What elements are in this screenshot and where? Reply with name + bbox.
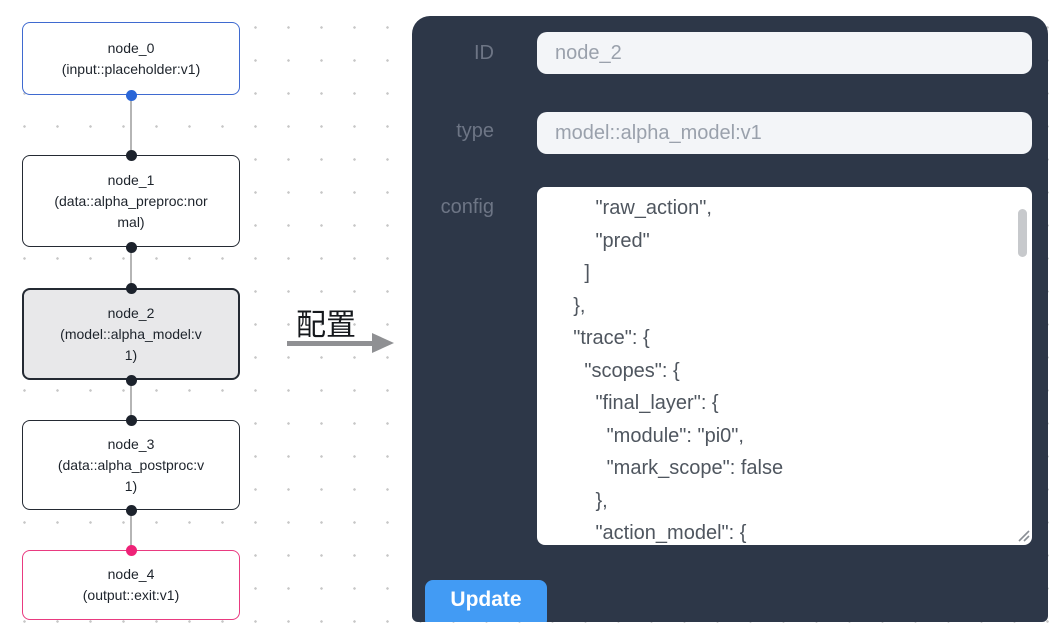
config-annotation-text: 配置 bbox=[296, 309, 356, 342]
node-label: node_1(data::alpha_preproc:normal) bbox=[54, 171, 208, 230]
edge-node0-node1 bbox=[130, 95, 132, 155]
node-label: node_4(output::exit:v1) bbox=[82, 566, 180, 603]
handle-node1-target[interactable] bbox=[125, 149, 137, 161]
flow-node-node_1[interactable]: node_1(data::alpha_preproc:normal) bbox=[22, 155, 240, 247]
handle-node3-target[interactable] bbox=[125, 414, 137, 426]
flow-node-node_0[interactable]: node_0(input::placeholder:v1) bbox=[22, 22, 240, 95]
id-input[interactable] bbox=[537, 32, 1032, 74]
node-label: node_3(data::alpha_postproc:v1) bbox=[57, 435, 205, 494]
update-button[interactable]: Update bbox=[425, 580, 547, 622]
flow-node-node_4[interactable]: node_4(output::exit:v1) bbox=[22, 550, 240, 620]
node-label: node_2(model::alpha_model:v1) bbox=[60, 304, 202, 363]
flow-node-node_2-selected[interactable]: node_2(model::alpha_model:v1) bbox=[22, 288, 240, 380]
config-editor-wrap: "raw_action", "pred" ] }, "trace": { "sc… bbox=[537, 187, 1032, 545]
config-field-label: config bbox=[440, 196, 494, 218]
handle-node4-target[interactable] bbox=[125, 544, 137, 556]
node-config-panel: ID type config "raw_action", "pred" ] },… bbox=[412, 16, 1048, 622]
flow-node-node_3[interactable]: node_3(data::alpha_postproc:v1) bbox=[22, 420, 240, 510]
handle-node3-source[interactable] bbox=[125, 504, 137, 516]
edge-node3-node4 bbox=[130, 510, 132, 550]
id-field-label: ID bbox=[474, 42, 494, 64]
type-input[interactable] bbox=[537, 112, 1032, 154]
node-label: node_0(input::placeholder:v1) bbox=[61, 39, 201, 77]
config-textarea[interactable]: "raw_action", "pred" ] }, "trace": { "sc… bbox=[537, 187, 1032, 545]
handle-node0-source[interactable] bbox=[125, 89, 137, 101]
type-field-label: type bbox=[456, 120, 494, 142]
scrollbar-thumb[interactable] bbox=[1018, 209, 1027, 257]
right-arrow-head-icon bbox=[372, 333, 394, 353]
resize-grip-icon[interactable] bbox=[1016, 528, 1030, 542]
handle-node2-target[interactable] bbox=[125, 282, 137, 294]
right-arrow-icon bbox=[287, 341, 373, 346]
edge-node2-node3 bbox=[130, 380, 132, 420]
handle-node1-source[interactable] bbox=[125, 241, 137, 253]
handle-node2-source[interactable] bbox=[125, 374, 137, 386]
edge-node1-node2 bbox=[130, 247, 132, 288]
